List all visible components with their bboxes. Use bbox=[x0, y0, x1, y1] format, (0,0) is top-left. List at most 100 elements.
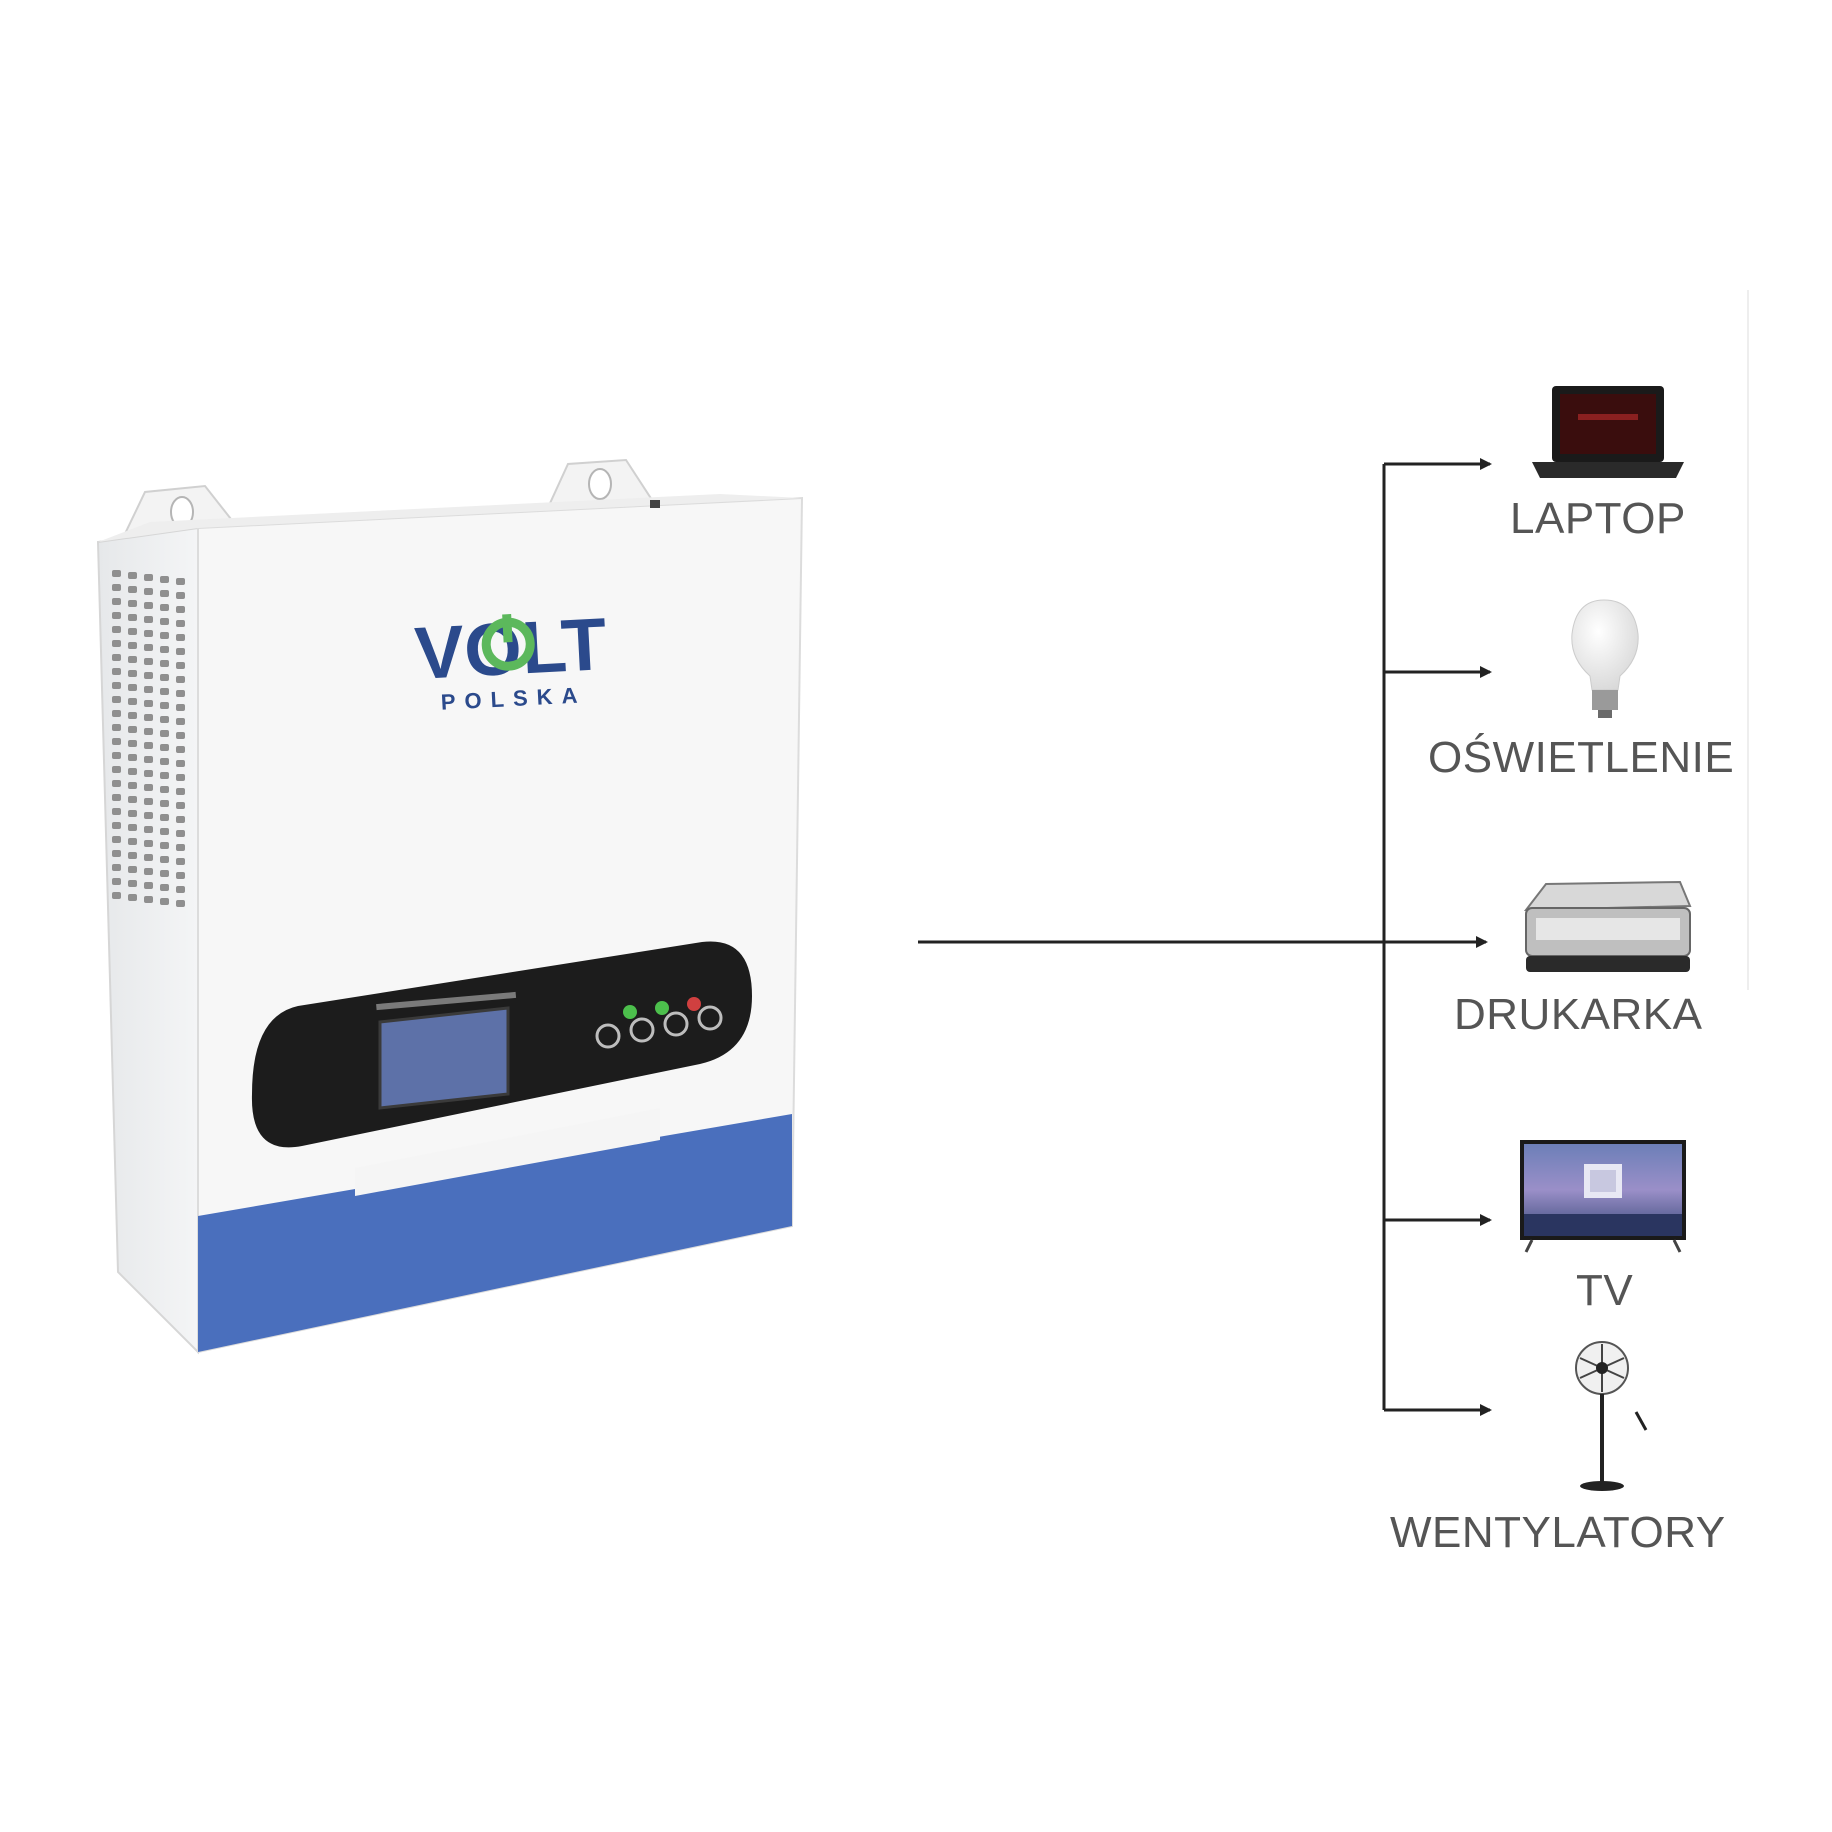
vent-slot bbox=[128, 782, 137, 789]
vent-slot bbox=[176, 732, 185, 739]
vent-slot bbox=[144, 812, 153, 819]
vent-slot bbox=[160, 884, 169, 891]
fan-icon bbox=[1575, 1341, 1648, 1491]
vent-slot bbox=[144, 574, 153, 581]
vent-slot bbox=[176, 718, 185, 725]
vent-slot bbox=[112, 654, 121, 661]
vent-slot bbox=[112, 584, 121, 591]
vent-slot bbox=[160, 758, 169, 765]
vent-slot bbox=[176, 872, 185, 879]
vent-slot bbox=[128, 768, 137, 775]
vent-slot bbox=[112, 808, 121, 815]
load-label-laptop: LAPTOP bbox=[1510, 494, 1686, 543]
vent-slot bbox=[112, 682, 121, 689]
status-led-2 bbox=[655, 1001, 669, 1015]
vent-slot bbox=[144, 630, 153, 637]
vent-slot bbox=[128, 572, 137, 579]
vent-slot bbox=[144, 686, 153, 693]
vent-slot bbox=[112, 598, 121, 605]
vent-slot bbox=[160, 744, 169, 751]
vent-slot bbox=[160, 870, 169, 877]
vent-slot bbox=[176, 844, 185, 851]
inverter-device: VOLT POLSKA bbox=[96, 458, 804, 1355]
vent-slot bbox=[160, 590, 169, 597]
vent-slot bbox=[176, 788, 185, 795]
vent-slot bbox=[112, 864, 121, 871]
vent-slot bbox=[128, 642, 137, 649]
vent-slot bbox=[112, 892, 121, 899]
vent-slot bbox=[128, 810, 137, 817]
control-panel bbox=[251, 941, 752, 1148]
vent-slot bbox=[144, 784, 153, 791]
vent-slot bbox=[128, 628, 137, 635]
vent-slot bbox=[160, 842, 169, 849]
vent-slot bbox=[176, 816, 185, 823]
vent-slot bbox=[128, 852, 137, 859]
vent-slot bbox=[128, 684, 137, 691]
vent-slot bbox=[144, 756, 153, 763]
load-label-lighting: OŚWIETLENIE bbox=[1428, 733, 1735, 782]
vent-slot bbox=[128, 656, 137, 663]
vent-slot bbox=[176, 648, 185, 655]
vent-slot bbox=[160, 660, 169, 667]
vent-slot bbox=[128, 586, 137, 593]
vent-slot bbox=[128, 796, 137, 803]
vent-slot bbox=[112, 612, 121, 619]
vent-slot bbox=[144, 840, 153, 847]
panel-button-1[interactable] bbox=[595, 1023, 621, 1049]
vent-slot bbox=[112, 668, 121, 675]
vent-slot bbox=[112, 780, 121, 787]
inverter-blue-band bbox=[198, 1114, 792, 1352]
vent-slot bbox=[176, 746, 185, 753]
vent-slot bbox=[144, 672, 153, 679]
lcd-screen bbox=[378, 1006, 510, 1110]
panel-button-3[interactable] bbox=[663, 1011, 689, 1037]
vent-slot bbox=[128, 698, 137, 705]
vent-slot bbox=[176, 858, 185, 865]
vent-slot bbox=[176, 830, 185, 837]
panel-button-4[interactable] bbox=[697, 1005, 723, 1031]
vent-slot bbox=[160, 716, 169, 723]
vent-slot bbox=[112, 836, 121, 843]
vent-slot bbox=[144, 742, 153, 749]
vent-slot bbox=[160, 828, 169, 835]
vent-slot bbox=[112, 570, 121, 577]
vent-slot bbox=[176, 704, 185, 711]
vent-slot bbox=[144, 882, 153, 889]
panel-button-2[interactable] bbox=[629, 1017, 655, 1043]
vent-slot bbox=[176, 900, 185, 907]
vent-slot bbox=[128, 894, 137, 901]
brand-logo: VOLT POLSKA bbox=[413, 602, 609, 715]
connector-lines bbox=[918, 458, 1492, 1416]
vent-slot bbox=[160, 772, 169, 779]
vent-slot bbox=[128, 838, 137, 845]
vent-slot bbox=[112, 878, 121, 885]
vent-slot bbox=[160, 898, 169, 905]
vent-slot bbox=[160, 702, 169, 709]
vent-slot bbox=[144, 826, 153, 833]
vent-slot bbox=[160, 604, 169, 611]
vent-slot bbox=[144, 770, 153, 777]
vent-slot bbox=[128, 670, 137, 677]
vent-slot bbox=[144, 728, 153, 735]
vent-slot bbox=[160, 674, 169, 681]
laptop-icon bbox=[1532, 386, 1684, 478]
vent-slot bbox=[112, 724, 121, 731]
vent-slot bbox=[176, 592, 185, 599]
vent-slot bbox=[144, 854, 153, 861]
vent-slot bbox=[160, 786, 169, 793]
load-label-printer: DRUKARKA bbox=[1454, 990, 1703, 1039]
vent-slot bbox=[128, 880, 137, 887]
vent-slot bbox=[128, 866, 137, 873]
vent-slot bbox=[176, 760, 185, 767]
status-led-1 bbox=[623, 1005, 637, 1019]
vent-slot bbox=[160, 814, 169, 821]
vent-slot bbox=[160, 576, 169, 583]
tv-icon bbox=[1520, 1140, 1686, 1253]
vent-slot bbox=[144, 714, 153, 721]
status-led-3 bbox=[687, 997, 701, 1011]
vent-slot bbox=[176, 676, 185, 683]
vent-slot bbox=[144, 588, 153, 595]
vent-slot bbox=[176, 662, 185, 669]
